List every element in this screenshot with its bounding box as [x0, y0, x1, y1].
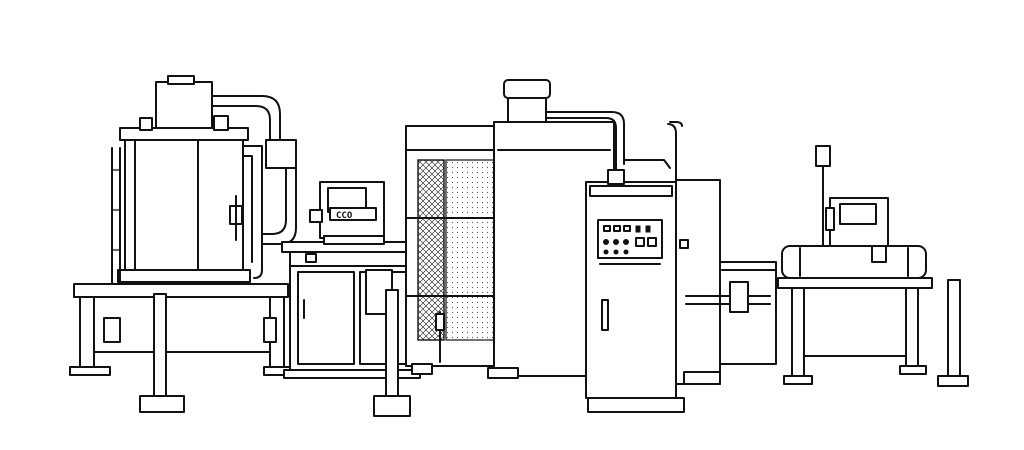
end-gauge — [815, 145, 831, 167]
tower-pipe-down — [261, 167, 287, 235]
monitor-label-plate — [329, 207, 377, 221]
tower-top-cap — [167, 75, 195, 85]
cabinet-left-door — [297, 271, 355, 365]
mesh-panel — [417, 159, 445, 341]
monitor-side-knob — [309, 209, 323, 223]
end-housing — [781, 245, 927, 279]
monitor-screen-text: CCO — [336, 211, 353, 221]
tower-tank-body — [124, 135, 244, 285]
left-platform-box — [103, 317, 121, 343]
pipe-elbow-box — [265, 139, 297, 169]
cabinet-base — [283, 369, 421, 379]
tank-bottom-flange — [117, 269, 251, 283]
conveyor-side-unit — [685, 261, 777, 365]
control-panel-body — [585, 181, 677, 399]
lever-knob — [435, 313, 445, 331]
tower-top-motor — [155, 81, 213, 129]
vacuum-furnace-tower — [69, 75, 297, 413]
tower-pipe — [211, 105, 271, 143]
column-top-cap — [503, 79, 551, 99]
column-top-block — [507, 95, 547, 123]
end-table-leg — [905, 287, 919, 369]
front-bollard-base — [139, 395, 185, 413]
control-monitor-cabinet: CCO — [281, 181, 423, 417]
panel-door-handle — [601, 299, 609, 331]
left-platform-box — [263, 317, 277, 343]
left-platform-foot — [69, 366, 111, 376]
front-bollard — [153, 293, 167, 399]
tower-valve — [213, 115, 229, 131]
column-pipe — [545, 111, 625, 165]
front-bollard — [385, 289, 399, 401]
monitor-stand — [323, 235, 385, 245]
end-table-top — [777, 277, 933, 289]
front-bollard-base — [373, 395, 411, 417]
tower-side-pipe — [242, 155, 253, 263]
mesh-enclosure-unit — [405, 125, 591, 375]
front-bollard — [947, 279, 961, 381]
left-platform-top — [73, 283, 289, 298]
front-bollard-base — [937, 375, 969, 387]
tower-side-pipe — [242, 145, 263, 279]
side-tower — [675, 179, 721, 385]
end-table-leg — [791, 287, 805, 379]
perforated-panel — [445, 159, 495, 341]
column-pipe — [545, 117, 617, 171]
control-panel-base — [587, 397, 685, 413]
end-processing-unit — [777, 145, 969, 387]
tower-pipe — [211, 95, 281, 143]
tower-valve — [139, 117, 153, 131]
control-panel-cabinet — [585, 169, 721, 413]
left-platform-leg — [79, 296, 95, 368]
tower-pipe-down — [261, 147, 297, 245]
